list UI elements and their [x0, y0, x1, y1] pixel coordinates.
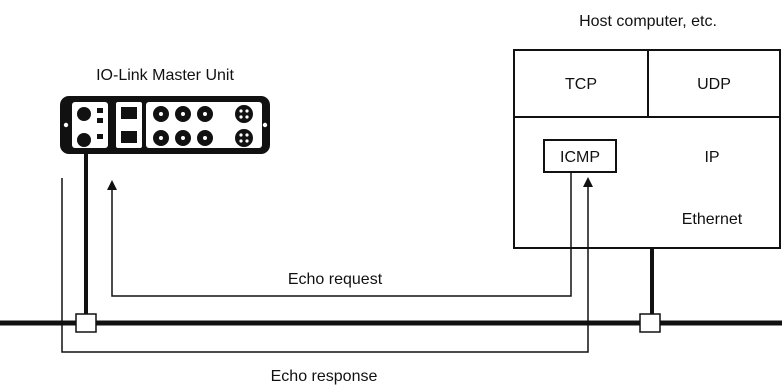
host-label: Host computer, etc.: [579, 13, 717, 30]
port-connector-icon: [153, 130, 169, 146]
device-bus-tap: [75, 313, 97, 333]
power-connector-icon: [77, 107, 91, 121]
port-connector-icon: [175, 106, 191, 122]
mounting-hole-icon: [262, 122, 268, 128]
mounting-hole-icon: [63, 122, 69, 128]
host-bus-tap: [639, 313, 661, 333]
status-led-icon: [97, 108, 103, 113]
device-label: IO-Link Master Unit: [96, 67, 234, 84]
indicator-block-icon: [121, 131, 137, 143]
stack-layer-tcp: TCP: [565, 76, 597, 93]
port-connector-icon: [153, 106, 169, 122]
port-connector-icon: [235, 105, 253, 123]
icmp-box: [543, 139, 617, 173]
port-connector-icon: [197, 130, 213, 146]
status-led-icon: [97, 134, 103, 139]
device-connector-panel: [146, 102, 262, 148]
port-connector-icon: [175, 130, 191, 146]
port-connector-icon: [235, 129, 253, 147]
ethernet-connector-icon: [77, 133, 91, 147]
stack-layer-icmp: ICMP: [560, 149, 600, 166]
echo-response-label: Echo response: [271, 368, 378, 385]
echo-request-path: [107, 172, 572, 297]
io-link-master-unit-device: [60, 96, 270, 154]
stack-layer-udp: UDP: [697, 76, 731, 93]
echo-request-label: Echo request: [288, 271, 383, 288]
host-stack: [513, 49, 781, 249]
stack-layer-ip: IP: [704, 149, 719, 166]
status-led-icon: [97, 118, 103, 123]
indicator-block-icon: [121, 107, 137, 119]
stack-layer-ethernet: Ethernet: [682, 211, 743, 228]
echo-response-path: [61, 177, 593, 353]
port-connector-icon: [197, 106, 213, 122]
